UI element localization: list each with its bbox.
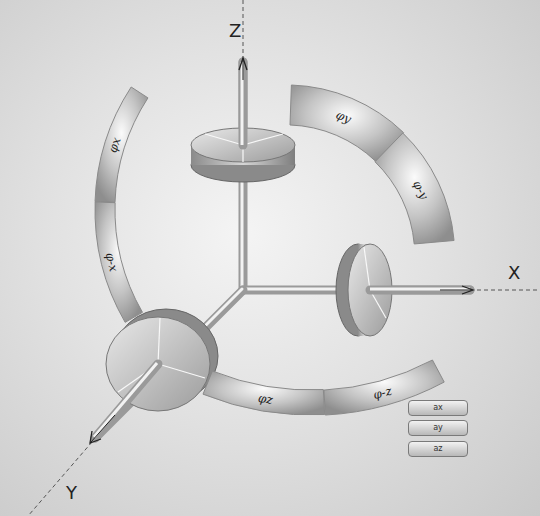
x-dash [470,290,540,291]
axis-rods [94,62,470,438]
button-label: az [433,445,442,453]
arrow-shaft [243,58,244,80]
y-disc [90,309,218,443]
rotation-segment: φz [203,371,325,415]
z-disc [191,58,295,182]
disc-slices [118,318,205,392]
segment-shape [95,87,148,202]
segment-shape [375,133,454,244]
arrowhead [462,286,473,294]
rotation-segment: φ-y [375,133,454,244]
disc-slices [364,247,386,318]
axis-label: Y [66,484,77,502]
angle-label: φz [257,392,274,406]
y-rod [95,290,243,438]
slice [158,318,160,364]
rotation-segment: φ-x [95,202,142,322]
y-dash [28,442,92,516]
axis-button: ay [408,420,468,436]
segment-outline [95,87,148,202]
rotation-segment: φx [95,87,148,202]
button-label: ax [433,404,443,412]
axis-button: az [408,441,468,457]
axis-label: Z [229,22,241,40]
segment-shape [95,202,142,322]
slice [364,247,370,290]
slice [243,134,283,145]
arrow-shaft [440,290,472,291]
z-dash [243,0,244,60]
segment-shape [203,371,325,415]
arrowhead [90,431,101,443]
y-rod-front-shine [94,363,157,437]
segment-outline [95,202,142,322]
axis-button: ax [408,400,468,416]
slice [205,134,243,145]
arrow-shaft [91,415,115,442]
y-rod-shine [94,289,242,437]
x-disc [336,244,473,336]
angle-label: φ-x [103,251,119,273]
slice [158,364,205,378]
dashed-axis-lines [28,0,540,516]
axis-label: X [508,264,520,282]
button-label: ay [433,424,443,432]
